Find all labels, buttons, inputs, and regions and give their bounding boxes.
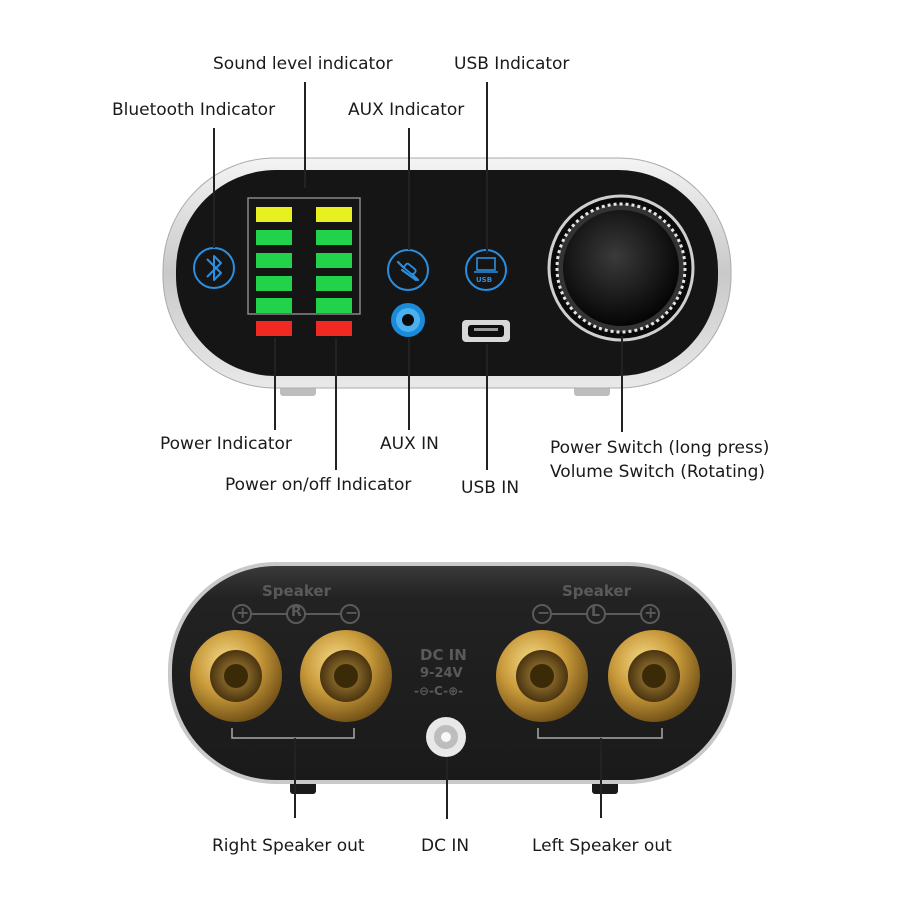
right-channel-mark: R: [291, 604, 302, 620]
callout-line-sound-level: [304, 82, 306, 188]
sound-level-leds: [256, 207, 352, 336]
callout-line-power-switch: [621, 336, 623, 432]
level-led: [256, 276, 292, 291]
level-led: [316, 276, 352, 291]
callout-line-aux-indicator: [408, 128, 410, 250]
left-minus-mark: −: [537, 603, 551, 622]
callout-line-power-onoff: [335, 338, 337, 470]
speaker-label-left: Speaker: [562, 582, 631, 600]
callout-line-usb-indicator: [486, 82, 488, 254]
back-body: [172, 566, 732, 780]
label-dc-in: DC IN: [421, 836, 470, 856]
level-led: [316, 230, 352, 245]
speaker-terminal-left-minus: [496, 630, 588, 722]
usb-icon-text: USB: [476, 276, 493, 284]
dc-polarity-engraving: -⊖-C-⊕-: [414, 684, 464, 698]
dc-in-engraving: DC IN: [420, 646, 467, 664]
callout-line-right-speaker: [294, 738, 296, 818]
label-left-speaker-out: Left Speaker out: [532, 836, 672, 856]
right-minus-mark: −: [345, 603, 359, 622]
label-power-onoff-indicator: Power on/off Indicator: [225, 475, 412, 495]
level-led: [316, 207, 352, 222]
callout-line-dc-in: [446, 757, 448, 819]
right-channel-markings: [232, 604, 360, 624]
level-led: [256, 230, 292, 245]
left-channel-mark: L: [591, 604, 600, 620]
aux-in-jack: [391, 303, 425, 337]
callout-line-power-indicator: [274, 338, 276, 430]
right-plus-mark: +: [236, 603, 250, 622]
level-led: [256, 253, 292, 268]
bluetooth-icon: [193, 247, 235, 289]
callout-line-left-speaker: [600, 738, 602, 818]
callout-line-aux-in: [408, 338, 410, 430]
speaker-terminal-left-plus: [608, 630, 700, 722]
sound-level-box: [247, 197, 361, 315]
label-usb-in: USB IN: [461, 478, 520, 498]
dc-voltage-engraving: 9-24V: [420, 666, 463, 681]
usb-in-port: [462, 320, 510, 342]
level-led: [256, 207, 292, 222]
volume-knob: [547, 194, 695, 342]
level-led: [316, 253, 352, 268]
speaker-terminal-right-plus: [190, 630, 282, 722]
label-volume-switch: Volume Switch (Rotating): [550, 462, 765, 482]
label-bluetooth-indicator: Bluetooth Indicator: [112, 100, 276, 120]
label-aux-indicator: AUX Indicator: [348, 100, 465, 120]
label-aux-in: AUX IN: [380, 434, 439, 454]
speaker-terminal-right-minus: [300, 630, 392, 722]
power-onoff-indicator-led: [316, 321, 352, 336]
label-power-switch: Power Switch (long press): [550, 438, 770, 458]
left-plus-mark: +: [644, 603, 658, 622]
left-channel-markings: [532, 604, 660, 624]
callout-line-bluetooth: [213, 128, 215, 248]
label-sound-level-indicator: Sound level indicator: [213, 54, 393, 74]
aux-indicator-icon: [387, 249, 429, 291]
callout-line-usb-in: [486, 344, 488, 470]
level-led: [316, 298, 352, 313]
dc-in-jack: [426, 717, 466, 757]
label-right-speaker-out: Right Speaker out: [212, 836, 365, 856]
label-power-indicator: Power Indicator: [160, 434, 292, 454]
label-usb-indicator: USB Indicator: [454, 54, 570, 74]
level-led: [256, 298, 292, 313]
power-indicator-led: [256, 321, 292, 336]
speaker-label-right: Speaker: [262, 582, 331, 600]
